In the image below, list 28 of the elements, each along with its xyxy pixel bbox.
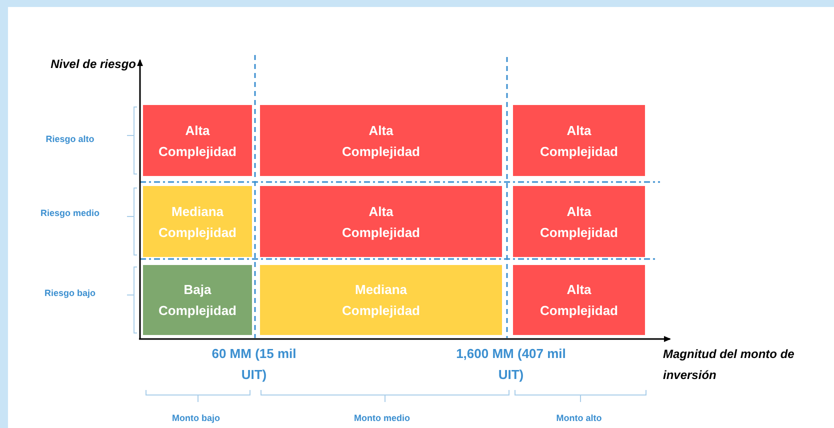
row-label: Riesgo bajo (43, 287, 96, 300)
matrix-cell (260, 265, 502, 335)
matrix-cell (143, 105, 252, 176)
matrix-cell (260, 105, 502, 176)
axis-title: Magnitud del monto de inversión (663, 346, 796, 384)
cell-label: Alta Complejidad (157, 122, 238, 161)
matrix-cell (513, 186, 645, 257)
matrix-cell (513, 265, 645, 335)
axis-title: Nivel de riesgo (50, 56, 136, 73)
cell-label: Baja Complejidad (157, 281, 238, 320)
matrix-cell (260, 186, 502, 257)
column-label: Monto alto (555, 412, 603, 425)
row-label: Riesgo alto (44, 133, 96, 146)
cell-label: Alta Complejidad (340, 202, 421, 242)
cell-label: Alta Complejidad (340, 122, 421, 161)
matrix-cell (513, 105, 645, 176)
cell-label: Alta Complejidad (538, 281, 619, 320)
cell-label: Mediana Complejidad (340, 281, 421, 320)
cell-label: Mediana Complejidad (157, 202, 238, 242)
column-label: Monto medio (353, 412, 411, 425)
matrix-cell (143, 265, 252, 335)
cell-label: Alta Complejidad (538, 202, 619, 242)
threshold-label: 60 MM (15 mil UIT) (210, 345, 298, 384)
threshold-label: 1,600 MM (407 mil UIT) (455, 345, 567, 384)
matrix-cell (143, 186, 252, 257)
row-label: Riesgo medio (39, 207, 100, 220)
cell-label: Alta Complejidad (538, 122, 619, 161)
column-label: Monto bajo (171, 412, 221, 425)
